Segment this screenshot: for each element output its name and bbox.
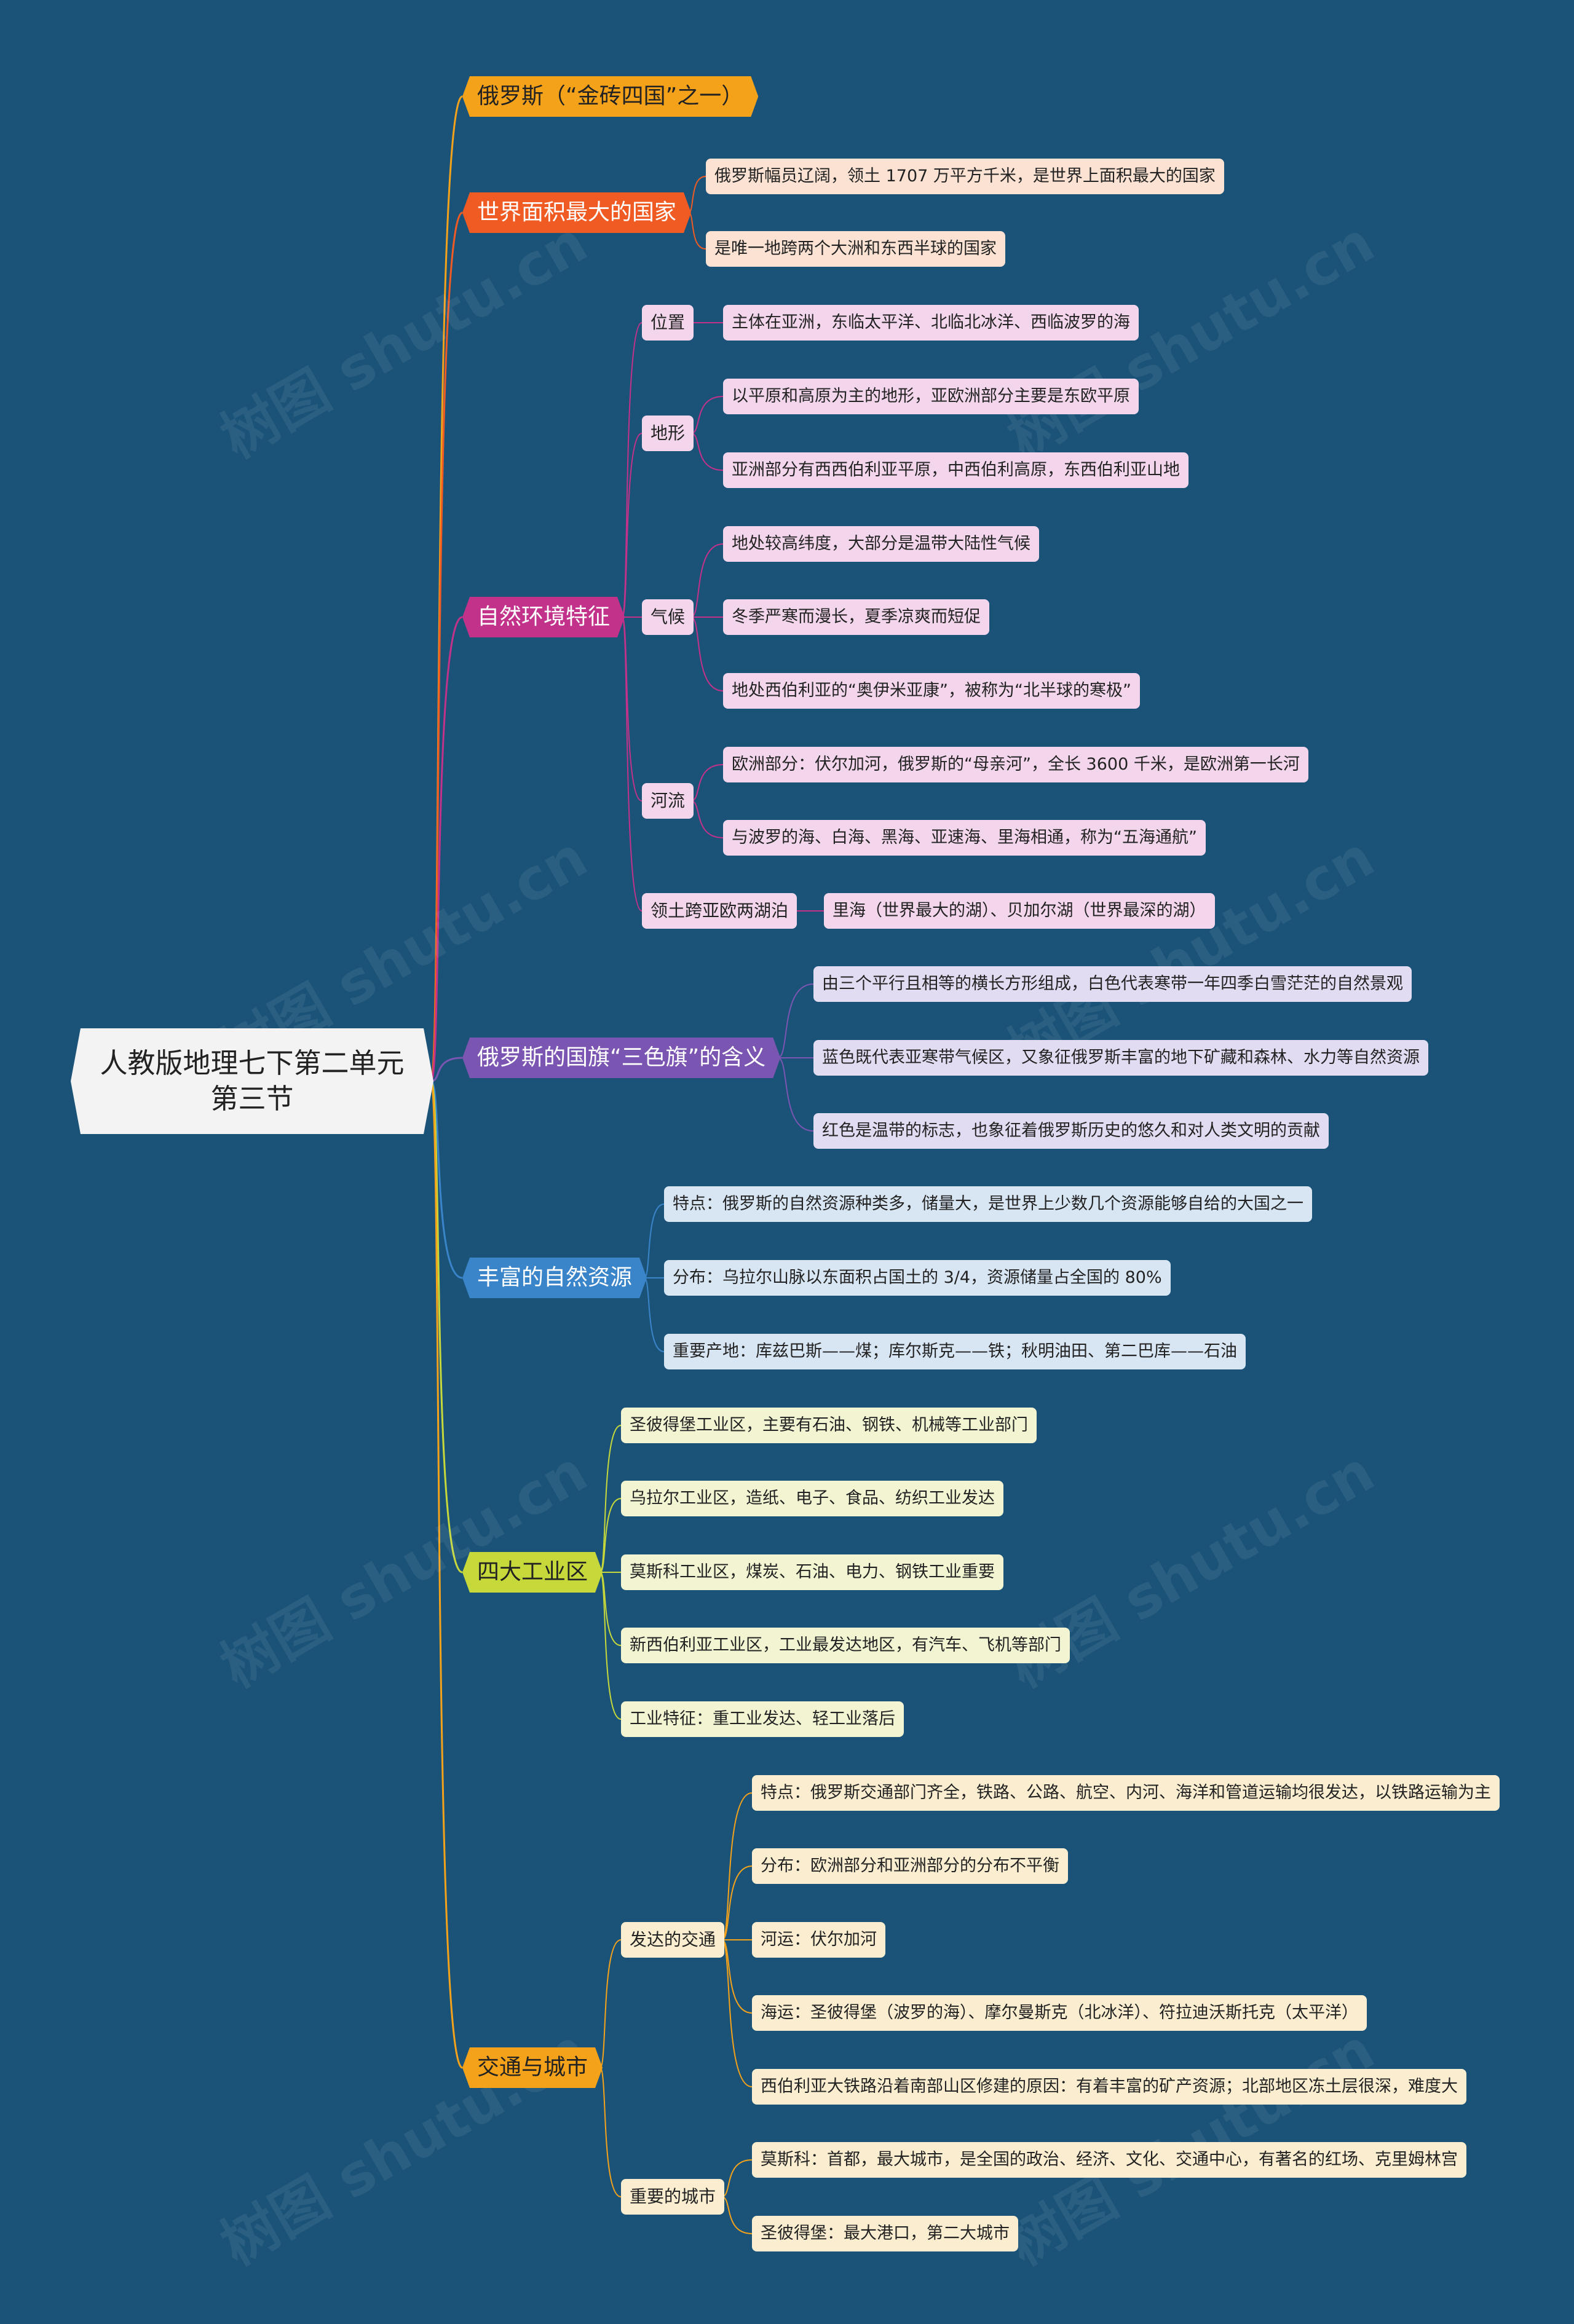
leaf-rivers-1[interactable]: 欧洲部分：伏尔加河，俄罗斯的“母亲河”，全长 3600 千米，是欧洲第一长河: [723, 747, 1308, 782]
leaf-terrain-1[interactable]: 以平原和高原为主的地形，亚欧洲部分主要是东欧平原: [723, 379, 1139, 414]
connector-line: [430, 211, 463, 1082]
connector-line: [777, 983, 814, 1058]
connector-line: [430, 616, 463, 1082]
sub-rivers[interactable]: 河流: [642, 783, 694, 819]
connector-line: [690, 396, 724, 434]
connector-line: [721, 2196, 753, 2234]
connector-line: [777, 1057, 814, 1132]
leaf-location[interactable]: 主体在亚洲，东临太平洋、北临北冰洋、西临波罗的海: [723, 305, 1139, 341]
branch-russia[interactable]: 俄罗斯（“金砖四国”之一）: [462, 76, 758, 117]
leaf-transport-feature[interactable]: 特点：俄罗斯交通部门齐全，铁路、公路、航空、内河、海洋和管道运输均很发达，以铁路…: [752, 1775, 1500, 1811]
connector-line: [690, 433, 724, 471]
leaf-moscow[interactable]: 莫斯科：首都，最大城市，是全国的政治、经济、文化、交通中心，有著名的红场、克里姆…: [752, 2142, 1466, 2178]
leaf-industry-3[interactable]: 莫斯科工业区，煤炭、石油、电力、钢铁工业重要: [621, 1554, 1003, 1590]
leaf-area[interactable]: 俄罗斯幅员辽阔，领土 1707 万平方千米，是世界上面积最大的国家: [706, 159, 1224, 194]
connector-line: [599, 1425, 622, 1573]
branch-industrial-regions[interactable]: 四大工业区: [462, 1552, 603, 1593]
root-topic[interactable]: 人教版地理七下第二单元 第三节: [71, 1028, 433, 1134]
leaf-resources-feature[interactable]: 特点：俄罗斯的自然资源种类多，储量大，是世界上少数几个资源能够自给的大国之一: [664, 1186, 1312, 1222]
leaf-st-petersburg[interactable]: 圣彼得堡：最大港口，第二大城市: [752, 2216, 1018, 2251]
sub-climate[interactable]: 气候: [642, 599, 694, 635]
connector-line: [721, 1865, 753, 1940]
leaf-flag-white[interactable]: 由三个平行且相等的横长方形组成，白色代表寒带一年四季白雪茫茫的自然景观: [813, 966, 1412, 1002]
leaf-industry-feature[interactable]: 工业特征：重工业发达、轻工业落后: [621, 1701, 904, 1737]
connector-line: [688, 176, 706, 213]
connector-line: [721, 2159, 753, 2197]
sub-terrain[interactable]: 地形: [642, 416, 694, 451]
branch-flag-meaning[interactable]: 俄罗斯的国旗“三色旗”的含义: [462, 1038, 780, 1078]
connector-line: [644, 1203, 665, 1278]
leaf-climate-2[interactable]: 冬季严寒而漫长，夏季凉爽而短促: [723, 599, 989, 635]
branch-transport-cities[interactable]: 交通与城市: [462, 2047, 603, 2088]
connector-line: [721, 1939, 753, 2014]
leaf-industry-4[interactable]: 新西伯利亚工业区，工业最发达地区，有汽车、飞机等部门: [621, 1628, 1070, 1663]
sub-location[interactable]: 位置: [642, 305, 694, 341]
leaf-two-continents[interactable]: 是唯一地跨两个大洲和东西半球的国家: [706, 231, 1005, 267]
root-title-line1: 人教版地理七下第二单元: [100, 1047, 405, 1079]
leaf-resources-distribution[interactable]: 分布：乌拉尔山脉以东面积占国土的 3/4，资源储量占全国的 80%: [664, 1260, 1171, 1296]
connector-line: [622, 616, 643, 912]
connector-line: [599, 2067, 622, 2197]
connector-line: [430, 1080, 464, 2069]
connector-line: [599, 1498, 622, 1573]
connector-line: [599, 1939, 622, 2068]
connector-line: [644, 1277, 665, 1352]
sub-transport[interactable]: 发达的交通: [621, 1922, 725, 1958]
connector-line: [721, 1792, 753, 1940]
leaf-transport-distribution[interactable]: 分布：欧洲部分和亚洲部分的分布不平衡: [752, 1848, 1068, 1884]
connector-line: [690, 543, 724, 618]
root-title-line2: 第三节: [210, 1082, 294, 1115]
sub-lakes[interactable]: 领土跨亚欧两湖泊: [642, 893, 797, 929]
leaf-lakes[interactable]: 里海（世界最大的湖）、贝加尔湖（世界最深的湖）: [824, 893, 1215, 929]
connector-line: [599, 1572, 622, 1720]
sub-cities[interactable]: 重要的城市: [621, 2179, 725, 2215]
leaf-river-transport[interactable]: 河运：伏尔加河: [752, 1922, 885, 1958]
connector-line: [721, 1939, 753, 2087]
leaf-resources-places[interactable]: 重要产地：库兹巴斯——煤；库尔斯克——铁；秋明油田、第二巴库——石油: [664, 1334, 1246, 1369]
leaf-siberian-railway[interactable]: 西伯利亚大铁路沿着南部山区修建的原因：有着丰富的矿产资源；北部地区冻土层很深，难…: [752, 2069, 1466, 2105]
leaf-climate-1[interactable]: 地处较高纬度，大部分是温带大陆性气候: [723, 526, 1039, 562]
leaf-terrain-2[interactable]: 亚洲部分有西西伯利亚平原，中西伯利高原，东西伯利亚山地: [723, 452, 1188, 488]
connector-line: [690, 764, 724, 802]
connector-line: [622, 322, 643, 618]
branch-natural-resources[interactable]: 丰富的自然资源: [462, 1258, 647, 1298]
branch-largest-country[interactable]: 世界面积最大的国家: [462, 192, 691, 233]
leaf-industry-2[interactable]: 乌拉尔工业区，造纸、电子、食品、纺织工业发达: [621, 1481, 1003, 1516]
leaf-rivers-2[interactable]: 与波罗的海、白海、黑海、亚速海、里海相通，称为“五海通航”: [723, 820, 1206, 856]
leaf-flag-blue[interactable]: 蓝色既代表亚寒带气候区，又象征俄罗斯丰富的地下矿藏和森林、水力等自然资源: [813, 1040, 1428, 1076]
connector-line: [690, 800, 724, 838]
connector-line: [430, 1057, 463, 1082]
leaf-flag-red[interactable]: 红色是温带的标志，也象征着俄罗斯历史的悠久和对人类文明的贡献: [813, 1113, 1329, 1149]
leaf-sea-transport[interactable]: 海运：圣彼得堡（波罗的海）、摩尔曼斯克（北冰洋）、符拉迪沃斯托克（太平洋）: [752, 1995, 1367, 2031]
connector-line: [430, 1080, 463, 1279]
connector-line: [690, 616, 724, 691]
branch-natural-environment[interactable]: 自然环境特征: [462, 597, 625, 637]
connector-line: [622, 433, 643, 618]
connector-line: [688, 212, 706, 250]
leaf-climate-3[interactable]: 地处西伯利亚的“奥伊米亚康”，被称为“北半球的寒极”: [723, 673, 1140, 709]
leaf-industry-1[interactable]: 圣彼得堡工业区，主要有石油、钢铁、机械等工业部门: [621, 1408, 1037, 1443]
